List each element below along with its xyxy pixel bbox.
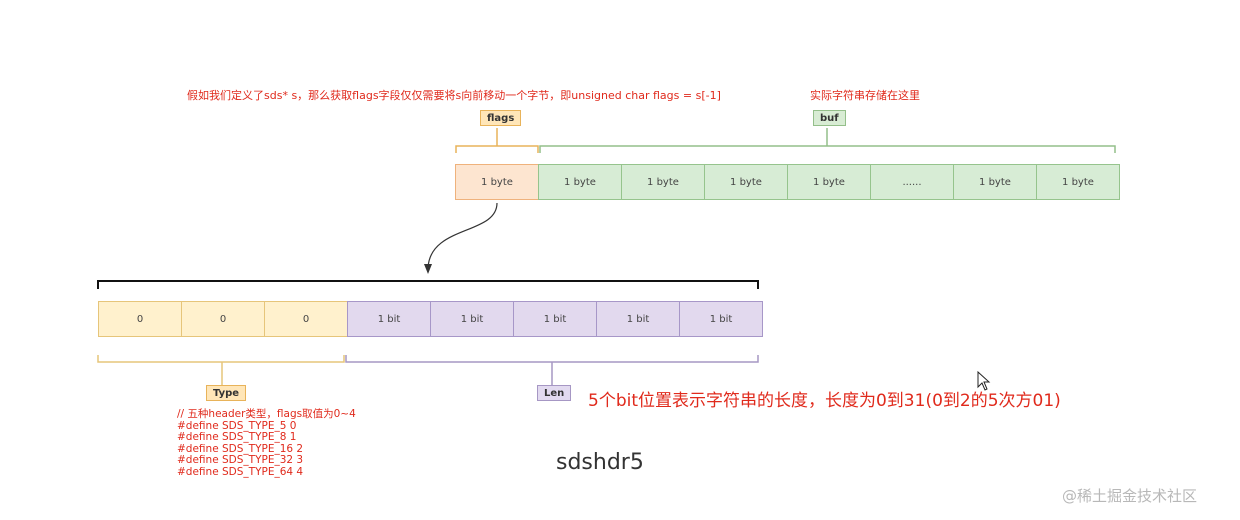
bit-row: 0 0 0 1 bit 1 bit 1 bit 1 bit 1 bit xyxy=(98,301,763,337)
watermark: @稀土掘金技术社区 xyxy=(1062,487,1198,505)
define-line: #define SDS_TYPE_5 0 xyxy=(177,419,297,432)
bit-row-bracket xyxy=(97,280,759,289)
type-bit-cell: 0 xyxy=(98,301,182,337)
buf-explanation-note: 实际字符串存储在这里 xyxy=(810,89,920,102)
len-bit-cell: 1 bit xyxy=(430,301,514,337)
len-bit-cell: 1 bit xyxy=(347,301,431,337)
buf-byte-cell: 1 byte xyxy=(953,164,1037,200)
define-line: #define SDS_TYPE_8 1 xyxy=(177,431,297,443)
flags-expand-arrow xyxy=(427,202,498,269)
byte-row: 1 byte 1 byte 1 byte 1 byte 1 byte .....… xyxy=(455,164,1120,200)
buf-bracket xyxy=(539,128,1116,153)
buf-byte-cell: 1 byte xyxy=(621,164,705,200)
diagram-caption: sdshdr5 xyxy=(556,450,644,475)
define-line: #define SDS_TYPE_64 4 xyxy=(177,465,304,478)
flags-explanation-note: 假如我们定义了sds* s，那么获取flags字段仅仅需要将s向前移动一个字节，… xyxy=(187,89,721,102)
type-bracket xyxy=(97,355,345,385)
define-line: #define SDS_TYPE_16 2 xyxy=(177,442,304,455)
type-bit-cell: 0 xyxy=(181,301,265,337)
len-tag: Len xyxy=(537,385,572,401)
buf-ellipsis-cell: ...... xyxy=(870,164,954,200)
type-bit-cell: 0 xyxy=(264,301,348,337)
buf-byte-cell: 1 byte xyxy=(1036,164,1120,200)
flags-bracket xyxy=(455,128,539,153)
buf-byte-cell: 1 byte xyxy=(704,164,788,200)
len-bit-cell: 1 bit xyxy=(596,301,680,337)
buf-byte-cell: 1 byte xyxy=(538,164,622,200)
len-bit-cell: 1 bit xyxy=(513,301,597,337)
mouse-cursor-icon xyxy=(977,370,991,391)
define-comment: // 五种header类型，flags取值为0~4 xyxy=(177,408,356,420)
type-define-list: // 五种header类型，flags取值为0~4 #define SDS_TY… xyxy=(177,408,356,478)
len-bit-cell: 1 bit xyxy=(679,301,763,337)
len-explanation-note: 5个bit位置表示字符串的长度，长度为0到31(0到2的5次方01) xyxy=(588,391,1061,411)
arrow-head xyxy=(424,264,432,274)
type-tag: Type xyxy=(206,385,247,401)
flags-byte-cell: 1 byte xyxy=(455,164,539,200)
len-bracket xyxy=(345,355,759,385)
define-line: #define SDS_TYPE_32 3 xyxy=(177,454,304,466)
buf-tag: buf xyxy=(813,110,846,126)
flags-tag: flags xyxy=(480,110,522,126)
buf-byte-cell: 1 byte xyxy=(787,164,871,200)
